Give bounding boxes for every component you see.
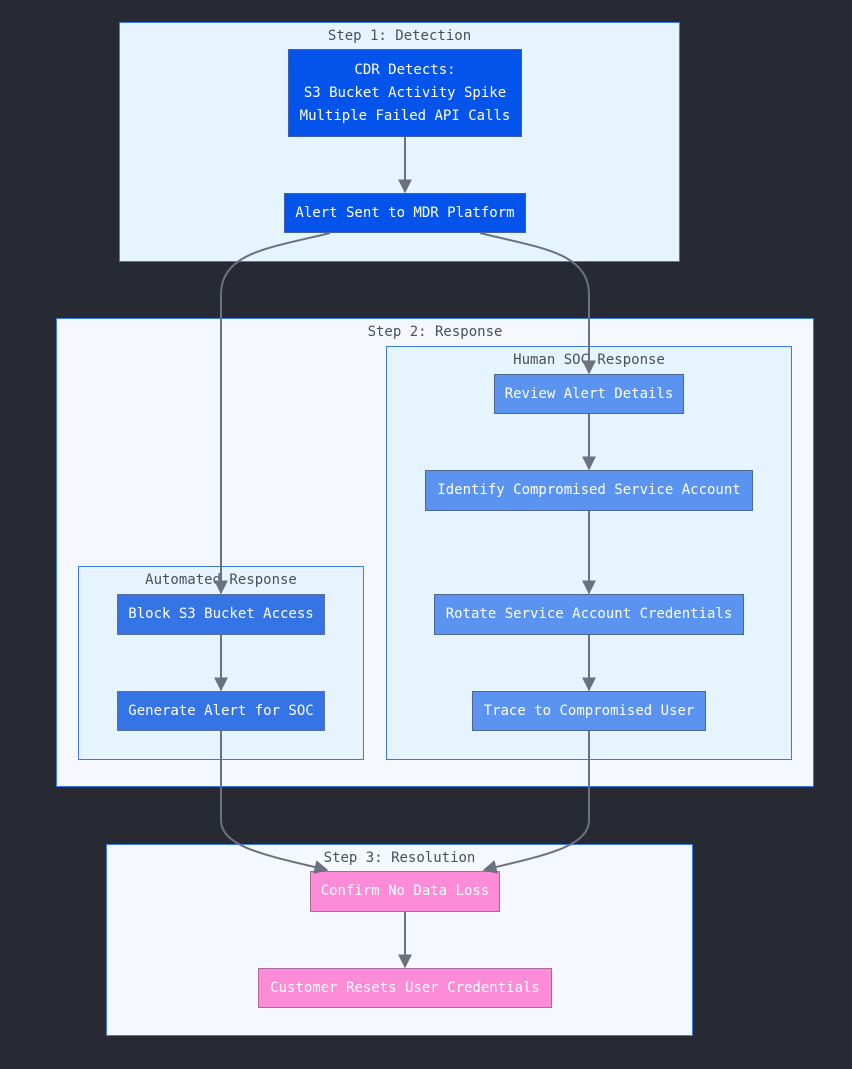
node-identify-compromised-account[interactable]: Identify Compromised Service Account — [425, 470, 753, 511]
cluster-automated-title: Automated Response — [145, 572, 297, 588]
cluster-human-title: Human SOC Response — [513, 352, 665, 368]
node-cdr-detects[interactable]: CDR Detects: S3 Bucket Activity Spike Mu… — [288, 49, 522, 137]
node-customer-resets-credentials[interactable]: Customer Resets User Credentials — [258, 968, 552, 1008]
node-rotate-credentials[interactable]: Rotate Service Account Credentials — [434, 594, 744, 635]
cluster-step1-title: Step 1: Detection — [327, 28, 472, 44]
node-trace-compromised-user[interactable]: Trace to Compromised User — [472, 691, 706, 731]
cluster-step2-title: Step 2: Response — [367, 324, 503, 340]
cluster-step3-title: Step 3: Resolution — [323, 850, 476, 866]
node-alert-sent-to-mdr[interactable]: Alert Sent to MDR Platform — [284, 193, 526, 233]
node-confirm-no-data-loss[interactable]: Confirm No Data Loss — [310, 871, 500, 912]
node-block-s3-access[interactable]: Block S3 Bucket Access — [117, 594, 325, 635]
node-review-alert-details[interactable]: Review Alert Details — [494, 374, 684, 414]
node-generate-alert-for-soc[interactable]: Generate Alert for SOC — [117, 691, 325, 731]
